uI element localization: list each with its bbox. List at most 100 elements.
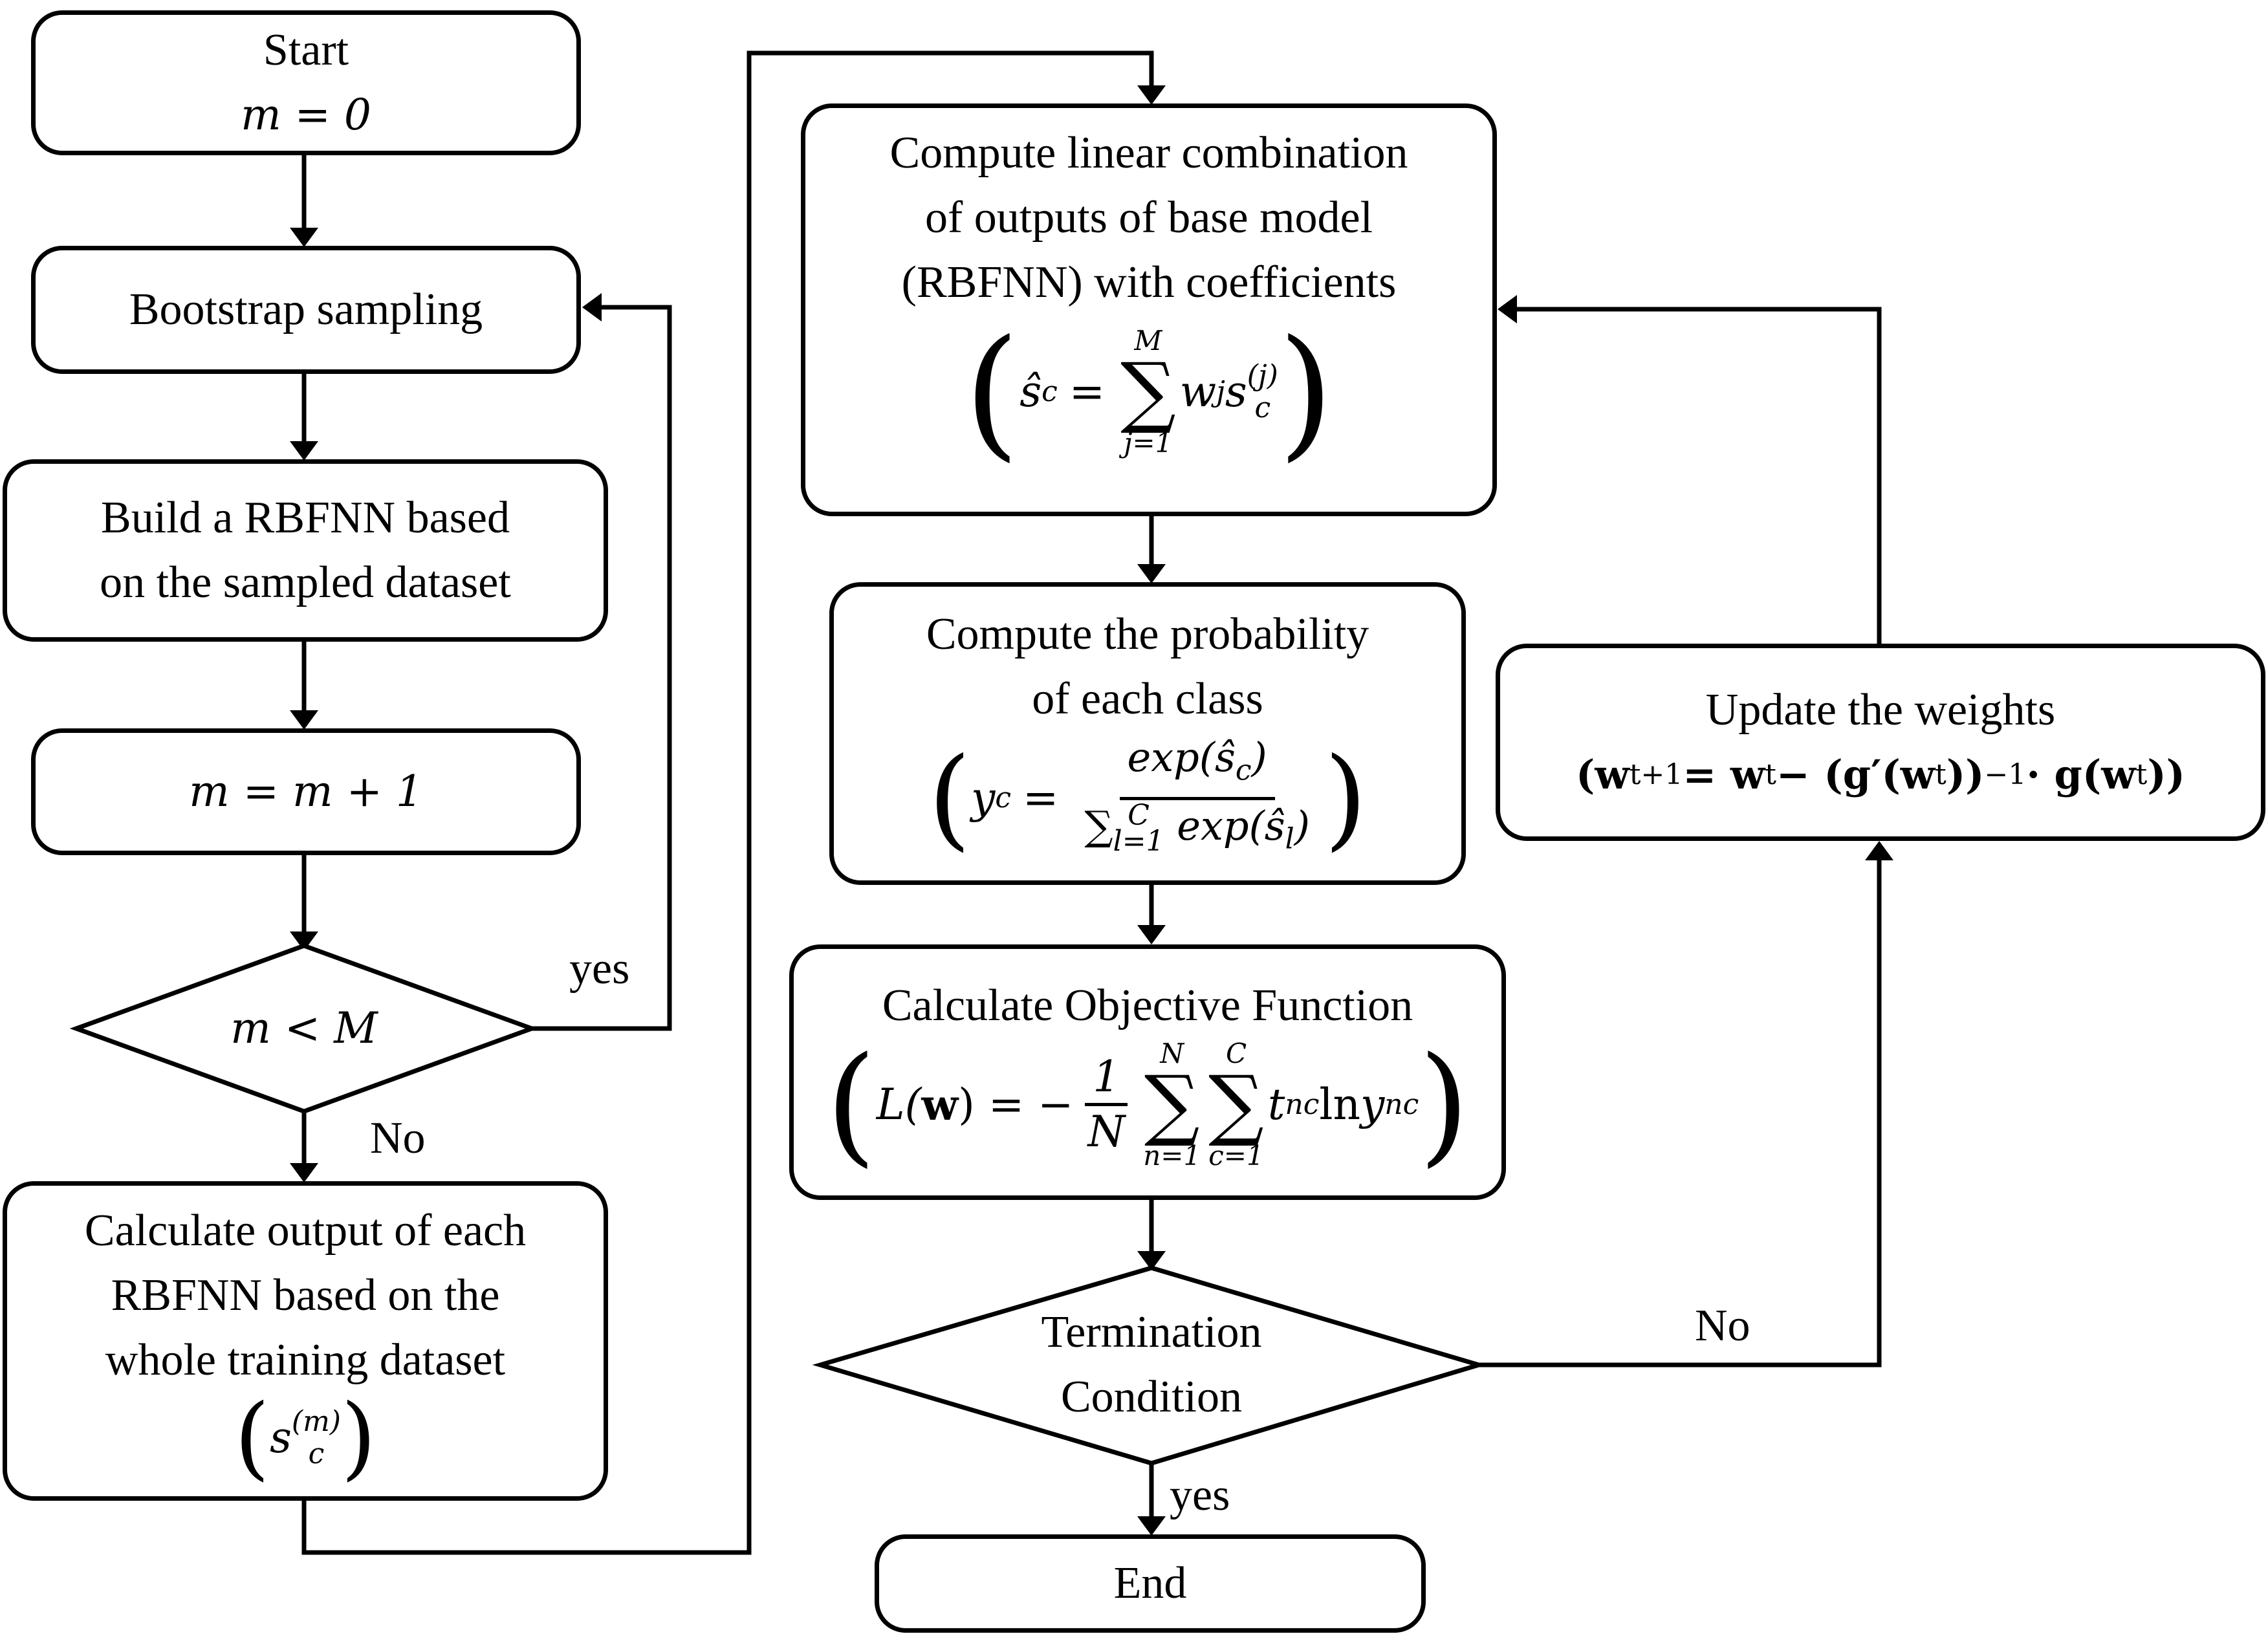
edge-label-yes-loop: yes [569,944,630,994]
decision-diamond-termination [812,1265,1487,1466]
calc-formula-sub: c [308,1437,325,1470]
obj-sum-c: C ∑ c=1 [1208,1037,1264,1171]
prob-line-1: Compute the probability [926,609,1369,660]
calc-line-3: whole training dataset [105,1335,506,1385]
linear-s: s [1225,367,1247,417]
obj-sum2-top: C [1225,1037,1247,1069]
linear-combination-node: Compute linear combination of outputs of… [801,103,1497,516]
obj-y-sub: nc [1384,1087,1419,1121]
edge-label-no-loop: No [1695,1301,1750,1351]
linear-sum: M ∑ j=1 [1120,325,1176,459]
bootstrap-sampling-node: Bootstrap sampling [31,246,581,374]
obj-frac-den: N [1087,1107,1126,1157]
decision-m-formula: m < M [230,1003,378,1053]
linear-lhs: ŝ [1020,367,1042,417]
prob-eq: = [1023,773,1059,823]
linear-line-3: (RBFNN) with coefficients [901,257,1397,307]
obj-sum1-bottom: n=1 [1143,1139,1201,1171]
obj-lhs-close: ) = − [958,1079,1074,1129]
prob-den-close: ) [1294,801,1310,849]
build-line-1: Build a RBFNN based [101,493,510,543]
edge-label-yes-end: yes [1170,1470,1230,1520]
update-f-sub4: t [2135,757,2148,791]
probability-node: Compute the probability of each class ( … [829,582,1466,885]
decision-m-text: m < M [162,996,446,1061]
build-rbfnn-node: Build a RBFNN based on the sampled datas… [3,459,608,642]
prob-den-rest: exp(ŝ [1164,801,1285,849]
arrow-update-to-linear [1507,307,1882,644]
decision-diamond-m [69,943,539,1114]
end-node: End [875,1534,1426,1633]
prob-den-sub: l=1 [1113,825,1164,858]
update-f-2: = w [1683,750,1765,798]
linear-s-sup: (j) [1247,359,1278,392]
calc-formula-s: s [270,1413,292,1463]
update-f-5: · g(w [2026,750,2136,798]
obj-y: y [1360,1079,1385,1129]
bootstrap-label: Bootstrap sampling [129,285,483,334]
prob-num-close: ) [1251,734,1267,781]
obj-t-sub: nc [1285,1087,1320,1121]
calculate-output-node: Calculate output of each RBFNN based on … [3,1181,608,1501]
objective-function-node: Calculate Objective Function ( L(w) = − … [789,944,1506,1200]
start-label: Start [263,25,349,75]
obj-sum2-bottom: c=1 [1208,1139,1264,1171]
prob-lhs-sub: c [995,781,1012,814]
arrow-termination-no-to-update [1479,857,1882,1367]
prob-den-rest-sub: l [1285,822,1294,855]
linear-eq: = [1069,367,1106,417]
prob-den-sum: ∑ [1084,801,1113,849]
linear-sum-bottom: j=1 [1124,427,1173,459]
prob-den-sup: C [1128,799,1150,833]
update-f-1: (w [1576,750,1630,798]
start-formula: m = 0 [241,90,371,140]
arrow-start-to-bootstrap-head [290,228,318,247]
update-f-sup: −1 [1984,757,2027,791]
calc-formula-sup: (m) [291,1405,341,1438]
obj-sum1-top: N [1160,1037,1184,1069]
update-f-4: )) [1946,750,1985,798]
prob-num: exp(ŝ [1127,734,1236,781]
calc-line-2: RBFNN based on the [111,1270,500,1320]
obj-frac-num: 1 [1085,1051,1128,1106]
increment-formula: m = m + 1 [189,767,423,816]
build-line-2: on the sampled dataset [100,558,511,607]
calc-formula: ( s(m)c ) [234,1385,376,1490]
objective-line-1: Calculate Objective Function [882,980,1413,1030]
linear-w: w [1179,367,1217,417]
obj-fraction: 1 N [1080,1051,1133,1158]
arrow-decision-yes-loop [532,305,672,1031]
linear-line-1: Compute linear combination [889,128,1408,178]
calc-line-1: Calculate output of each [84,1206,527,1256]
linear-lhs-sub: c [1041,375,1058,408]
update-f-sub3: t [1935,757,1946,791]
arrow-calc-to-linear [301,50,1154,1555]
linear-line-2: of outputs of base model [924,193,1373,243]
obj-t: t [1267,1079,1285,1129]
obj-lhs-w: w [921,1079,959,1130]
edge-label-no-exit: No [370,1113,426,1163]
update-f-sub2: t [1765,757,1776,791]
prob-line-2: of each class [1032,674,1263,724]
linear-sum-top: M [1134,325,1162,356]
termination-line-1: Termination [1041,1307,1262,1357]
linear-w-sub: j [1216,375,1225,408]
obj-ln: ln [1319,1079,1360,1129]
update-f-sub1: t+1 [1629,757,1683,791]
start-node: Start m = 0 [31,10,581,155]
termination-line-2: Condition [1060,1372,1243,1422]
prob-lhs: y [971,773,996,823]
obj-lhs: L( [876,1079,922,1129]
linear-s-sub: c [1254,391,1271,424]
obj-sum-n: N ∑ n=1 [1143,1037,1201,1171]
end-label: End [1113,1558,1187,1608]
termination-text: Termination Condition [957,1300,1346,1430]
update-f-6: )) [2147,750,2185,798]
